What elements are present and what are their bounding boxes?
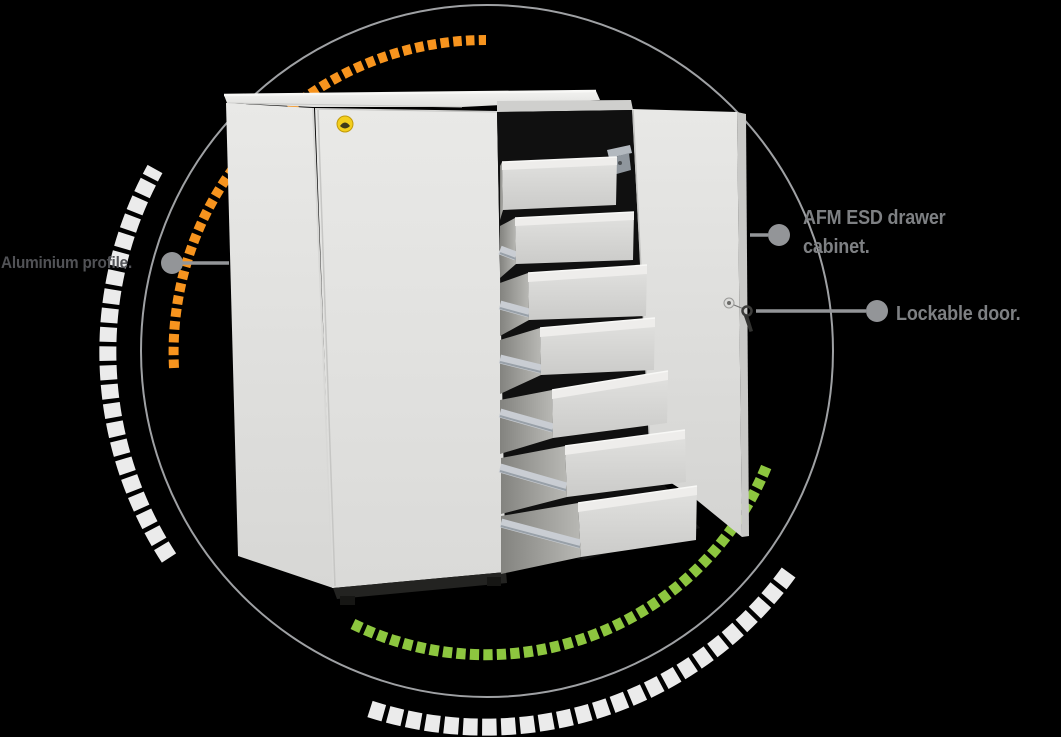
esd-sticker-icon: [336, 115, 354, 133]
afm-cabinet-label-line2: cabinet.: [803, 236, 870, 258]
afm-cabinet-label-line1: AFM ESD drawer: [803, 207, 946, 229]
drawer-5: [498, 370, 669, 454]
lockable-door-label: Lockable door.: [896, 303, 1021, 325]
green-dashed-arc: [350, 462, 773, 661]
left-door-hinge-gap-line: [317, 109, 336, 587]
afm-cabinet-callout-dot: [768, 224, 790, 246]
cabinet-top-edge-highlight: [223, 89, 597, 97]
drawer-6: [498, 429, 686, 514]
left-door-top-gap-line: [314, 108, 498, 113]
open-door-inner-face: [632, 109, 742, 537]
cabinet-foot-right: [487, 577, 501, 586]
cabinet-left-side-panel: [226, 103, 333, 588]
white-dashed-arc-left: [99, 164, 177, 563]
open-right-door: [632, 109, 753, 537]
aluminium-profile-label: Aluminium profile.: [1, 253, 133, 272]
closed-left-door: [315, 108, 506, 588]
cabinet-foot-left: [340, 596, 355, 605]
drawer-2: [498, 211, 635, 278]
drawer-4: [498, 317, 656, 394]
lockable-door-callout-dot: [866, 300, 888, 322]
afm-cabinet-label: AFM ESD drawer cabinet.: [803, 204, 946, 262]
white-dashed-arc-bottom: [367, 567, 796, 736]
interior-top-strip: [497, 100, 633, 112]
door-key-icon: [733, 304, 753, 332]
cabinet-illustration: [223, 89, 753, 605]
aluminium-profile-callout-dot: [161, 252, 183, 274]
cabinet-top-front-line: [226, 102, 463, 108]
drawer-1: [500, 156, 618, 220]
cabinet-front-corner-edge: [312, 107, 334, 589]
door-lock-icon: [723, 297, 735, 309]
drawer-7: [499, 485, 698, 574]
cabinet-plinth: [333, 572, 507, 599]
open-door-edge-strip: [737, 112, 749, 537]
outer-ring-circle: [140, 4, 834, 698]
callout-connectors: [161, 224, 888, 322]
drawer-3: [498, 264, 648, 336]
